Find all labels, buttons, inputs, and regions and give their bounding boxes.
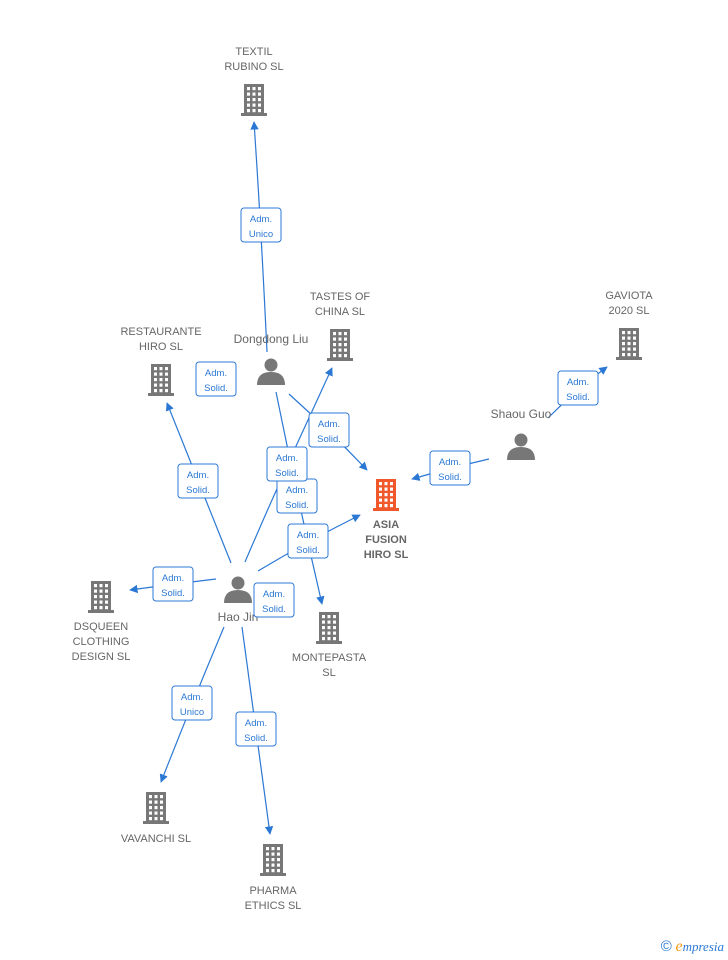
company-gaviota-building-icon[interactable]: [616, 328, 642, 360]
edge-label[interactable]: Adm. Solid.: [276, 478, 318, 514]
company-asia-label: ASIA: [373, 519, 399, 531]
edge-label-box: [557, 370, 599, 406]
edge-label-box: [429, 450, 471, 486]
person-shaou-label: Shaou Guo: [491, 407, 552, 421]
brand-initial: e: [675, 938, 683, 955]
edge-label-text: Adm.: [439, 457, 461, 468]
company-vavanchi-building-icon[interactable]: [143, 792, 169, 824]
company-dsqueen-label: DESIGN SL: [72, 651, 131, 663]
edge-label[interactable]: Adm. Solid.: [266, 446, 308, 482]
person-haojin-icon[interactable]: [224, 576, 252, 604]
brand-footer[interactable]: © empresia: [661, 938, 724, 956]
brand-name: mpresia: [682, 939, 724, 954]
edge-label-box: [287, 523, 329, 559]
edge-label[interactable]: Adm. Unico: [171, 685, 213, 721]
edge-label-text: Solid.: [186, 485, 210, 496]
edge-label-text: Adm.: [318, 419, 340, 430]
company-restaurante-label: HIRO SL: [139, 341, 183, 353]
edge-label[interactable]: Adm. Solid.: [253, 582, 295, 618]
edge-label-box: [171, 685, 213, 721]
edge-label-text: Unico: [180, 707, 204, 718]
edge-label-text: Solid.: [285, 500, 309, 511]
company-tastes-building-icon[interactable]: [327, 329, 353, 361]
edge-label-text: Solid.: [161, 588, 185, 599]
company-montepasta-label: MONTEPASTA: [292, 652, 367, 664]
company-montepasta-label: SL: [322, 667, 335, 679]
company-dsqueen-label: DSQUEEN: [74, 621, 128, 633]
company-asia-label: FUSION: [365, 534, 407, 546]
edge-label-text: Adm.: [245, 718, 267, 729]
edge-label[interactable]: Adm. Solid.: [308, 412, 350, 448]
company-tastes-label: CHINA SL: [315, 306, 365, 318]
company-gaviota-label: 2020 SL: [609, 305, 650, 317]
company-asia-label: HIRO SL: [364, 549, 409, 561]
company-vavanchi-label: VAVANCHI SL: [121, 833, 191, 845]
edge-label-box: [152, 566, 194, 602]
company-asia-building-icon[interactable]: [373, 479, 399, 511]
company-dsqueen-label: CLOTHING: [73, 636, 130, 648]
nodes-layer: TEXTIL RUBINO SL TASTES OF CHINA SL GAVIOTA 2…: [72, 46, 654, 912]
edge-label-text: Adm.: [567, 377, 589, 388]
company-montepasta-building-icon[interactable]: [316, 612, 342, 644]
company-textil-label: TEXTIL: [235, 46, 272, 58]
edge-label-text: Adm.: [181, 692, 203, 703]
company-pharma-label: ETHICS SL: [245, 900, 302, 912]
edge-label-text: Adm.: [286, 485, 308, 496]
edge-label-text: Solid.: [275, 468, 299, 479]
company-textil-building-icon[interactable]: [241, 84, 267, 116]
edge-label-box: [253, 582, 295, 618]
person-dongdong-icon[interactable]: [257, 358, 285, 386]
edge-label-text: Solid.: [317, 434, 341, 445]
company-textil-label: RUBINO SL: [224, 61, 283, 73]
company-restaurante-label: RESTAURANTE: [120, 326, 201, 338]
edge-label[interactable]: Adm. Unico: [240, 207, 282, 243]
edge-label[interactable]: Adm. Solid.: [235, 711, 277, 747]
edge-label-text: Adm.: [162, 573, 184, 584]
edge-label-text: Adm.: [205, 368, 227, 379]
edge-label-text: Adm.: [297, 530, 319, 541]
edge-label[interactable]: Adm. Solid.: [152, 566, 194, 602]
person-shaou-icon[interactable]: [507, 433, 535, 461]
person-dongdong-label: Dongdong Liu: [234, 332, 309, 346]
edge-label-box: [240, 207, 282, 243]
copyright-icon: ©: [660, 938, 672, 955]
edge-labels-layer: Adm.UnicoAdm.Solid.Adm.Solid.Adm.Solid.A…: [152, 207, 599, 747]
edge-label-box: [195, 361, 237, 397]
company-restaurante-building-icon[interactable]: [148, 364, 174, 396]
company-tastes-label: TASTES OF: [310, 291, 371, 303]
edge-label-text: Solid.: [262, 604, 286, 615]
edge-label[interactable]: Adm. Solid.: [429, 450, 471, 486]
edge-label-text: Adm.: [250, 214, 272, 225]
edge-label-text: Adm.: [263, 589, 285, 600]
edge-label-box: [235, 711, 277, 747]
edge-label-text: Solid.: [566, 392, 590, 403]
edge-label-text: Solid.: [204, 383, 228, 394]
edge-label[interactable]: Adm. Solid.: [287, 523, 329, 559]
edge-label-text: Solid.: [438, 472, 462, 483]
edge-label-box: [308, 412, 350, 448]
edge-label-text: Adm.: [187, 470, 209, 481]
edge-label[interactable]: Adm. Solid.: [195, 361, 237, 397]
edge-label-box: [177, 463, 219, 499]
edge-label-text: Solid.: [244, 733, 268, 744]
company-dsqueen-building-icon[interactable]: [88, 581, 114, 613]
edge-label-text: Solid.: [296, 545, 320, 556]
company-pharma-building-icon[interactable]: [260, 844, 286, 876]
edge-label-text: Unico: [249, 229, 273, 240]
edge-label-box: [266, 446, 308, 482]
edge-label[interactable]: Adm. Solid.: [557, 370, 599, 406]
edge-label[interactable]: Adm. Solid.: [177, 463, 219, 499]
edge-label-text: Adm.: [276, 453, 298, 464]
company-gaviota-label: GAVIOTA: [605, 290, 653, 302]
company-pharma-label: PHARMA: [249, 885, 297, 897]
person-haojin-label: Hao Jin: [218, 610, 259, 624]
